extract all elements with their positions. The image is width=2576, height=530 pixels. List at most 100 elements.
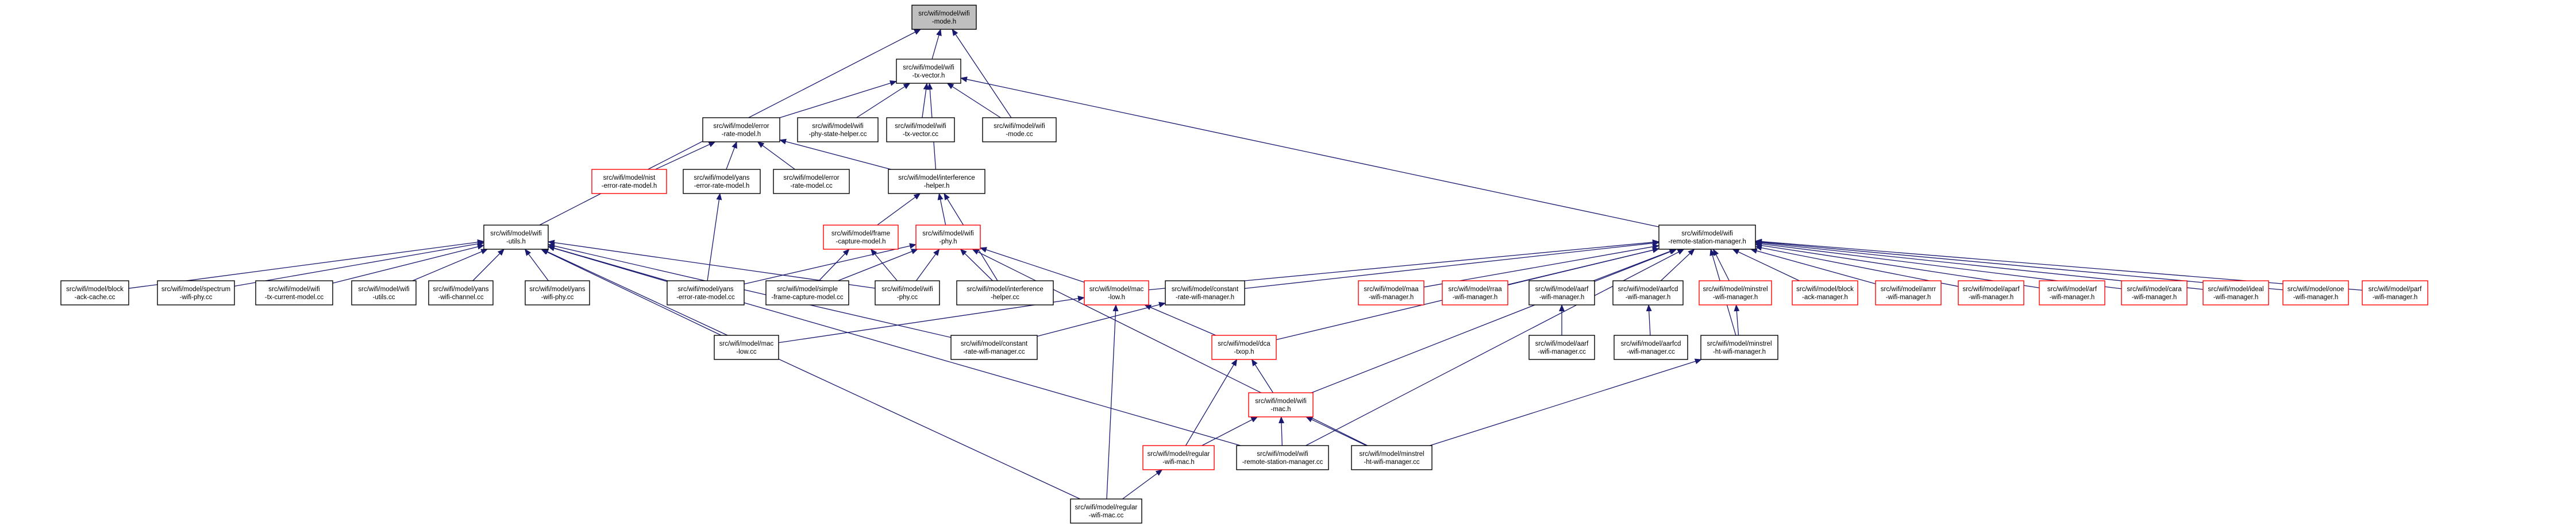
node-wifi-remote-station-manager-cc[interactable]: src/wifi/model/wifi-remote-station-manag… bbox=[1236, 445, 1329, 470]
node-yans-wifi-channel-cc[interactable]: src/wifi/model/yans-wifi-channel.cc bbox=[428, 280, 494, 305]
node-box bbox=[157, 280, 235, 305]
node-box bbox=[1248, 392, 1314, 417]
node-box bbox=[1211, 335, 1277, 360]
edge-wifi_phy_state_helper_cc-to-wifi_tx_vector_h bbox=[856, 83, 911, 118]
node-label-line: src/wifi/model/block bbox=[1796, 286, 1854, 293]
edge-wifi_remote_station_manager_cc-to-wifi_remote_station_manager_h bbox=[1306, 249, 1685, 446]
node-minstrel-ht-wifi-manager-cc[interactable]: src/wifi/model/minstrel-ht-wifi-manager.… bbox=[1351, 445, 1433, 470]
node-label-line: src/wifi/model/yans bbox=[694, 175, 749, 181]
node-label-line: src/wifi/model/arf bbox=[2047, 286, 2097, 293]
node-box bbox=[875, 280, 940, 305]
node-aarf-wifi-manager-cc[interactable]: src/wifi/model/aarf-wifi-manager.cc bbox=[1528, 335, 1595, 360]
node-wifi-tx-current-model-cc[interactable]: src/wifi/model/wifi-tx-current-model.cc bbox=[255, 280, 333, 305]
edge-mac_low_cc-to-wifi_utils_h bbox=[540, 249, 722, 336]
node-box bbox=[950, 335, 1038, 360]
node-label-line: src/wifi/model/maa bbox=[1364, 286, 1419, 293]
node-label-line: src/wifi/model/interference bbox=[967, 286, 1044, 293]
node-minstrel-ht-wifi-manager-h[interactable]: src/wifi/model/minstrel-ht-wifi-manager.… bbox=[1700, 335, 1778, 360]
edge-constant_rate_wifi_manager_h-to-wifi_remote_station_manager_h bbox=[1244, 240, 1659, 289]
node-error-rate-model-h[interactable]: src/wifi/model/error-rate-model.h bbox=[702, 117, 780, 142]
node-label-line: -rate-model.h bbox=[722, 131, 761, 138]
node-label-line: src/wifi/model/nist bbox=[603, 175, 656, 181]
node-rraa-wifi-manager-h[interactable]: src/wifi/model/rraa-wifi-manager.h bbox=[1442, 280, 1508, 305]
node-label-line: src/wifi/model/yans bbox=[433, 286, 488, 293]
node-wifi-mode-cc[interactable]: src/wifi/model/wifi-mode.cc bbox=[982, 117, 1057, 142]
node-label-line: src/wifi/model/error bbox=[713, 123, 769, 130]
node-wifi-phy-cc[interactable]: src/wifi/model/wifi-phy.cc bbox=[875, 280, 940, 305]
node-wifi-utils-h[interactable]: src/wifi/model/wifi-utils.h bbox=[483, 225, 549, 250]
node-interference-helper-cc[interactable]: src/wifi/model/interference-helper.cc bbox=[956, 280, 1054, 305]
edge-amrr_wifi_manager_h-to-wifi_remote_station_manager_h bbox=[1750, 248, 1876, 284]
node-label-line: src/wifi/model/wifi bbox=[918, 10, 969, 17]
node-box bbox=[765, 280, 849, 305]
node-label-line: src/wifi/model/minstrel bbox=[1703, 286, 1768, 293]
node-block-ack-cache-cc[interactable]: src/wifi/model/block-ack-cache.cc bbox=[60, 280, 129, 305]
node-box bbox=[1614, 335, 1688, 360]
node-label-line: -ht-wifi-manager.cc bbox=[1364, 459, 1419, 466]
node-aarf-wifi-manager-h[interactable]: src/wifi/model/aarf-wifi-manager.h bbox=[1528, 280, 1595, 305]
node-frame-capture-model-h[interactable]: src/wifi/model/frame-capture-model.h bbox=[823, 225, 899, 250]
node-arf-wifi-manager-h[interactable]: src/wifi/model/arf-wifi-manager.h bbox=[2039, 280, 2105, 305]
node-label-line: src/wifi/model/wifi bbox=[881, 286, 933, 293]
node-box bbox=[797, 117, 879, 142]
node-maa-wifi-manager-h[interactable]: src/wifi/model/maa-wifi-manager.h bbox=[1358, 280, 1424, 305]
node-label-line: src/wifi/model/frame bbox=[831, 230, 890, 237]
node-box bbox=[1658, 225, 1756, 250]
node-amrr-wifi-manager-h[interactable]: src/wifi/model/amrr-wifi-manager.h bbox=[1875, 280, 1942, 305]
node-wifi-tx-vector-cc[interactable]: src/wifi/model/wifi-tx-vector.cc bbox=[886, 117, 955, 142]
node-wifi-phy-state-helper-cc[interactable]: src/wifi/model/wifi-phy-state-helper.cc bbox=[797, 117, 879, 142]
node-simple-frame-capture-model-cc[interactable]: src/wifi/model/simple-frame-capture-mode… bbox=[765, 280, 849, 305]
node-wifi-mode-h[interactable]: src/wifi/model/wifi-mode.h bbox=[911, 5, 977, 30]
node-nist-error-rate-model-h[interactable]: src/wifi/model/nist-error-rate-model.h bbox=[591, 169, 667, 194]
node-minstrel-wifi-manager-h[interactable]: src/wifi/model/minstrel-wifi-manager.h bbox=[1699, 280, 1772, 305]
node-block-ack-manager-h[interactable]: src/wifi/model/block-ack-manager.h bbox=[1792, 280, 1858, 305]
edge-wifi_mac_h-to-dca_txop_h bbox=[1251, 359, 1274, 393]
node-constant-rate-wifi-manager-h[interactable]: src/wifi/model/constant-rate-wifi-manage… bbox=[1165, 280, 1245, 305]
node-wifi-utils-cc[interactable]: src/wifi/model/wifi-utils.cc bbox=[351, 280, 417, 305]
node-label-line: src/wifi/model/minstrel bbox=[1359, 451, 1424, 458]
node-onoe-wifi-manager-h[interactable]: src/wifi/model/onoe-wifi-manager.h bbox=[2282, 280, 2349, 305]
node-mac-low-h[interactable]: src/wifi/model/mac-low.h bbox=[1084, 280, 1149, 305]
node-aarfcd-wifi-manager-cc[interactable]: src/wifi/model/aarfcd-wifi-manager.cc bbox=[1614, 335, 1688, 360]
node-aparf-wifi-manager-h[interactable]: src/wifi/model/aparf-wifi-manager.h bbox=[1958, 280, 2024, 305]
node-parf-wifi-manager-h[interactable]: src/wifi/model/parf-wifi-manager.h bbox=[2362, 280, 2428, 305]
edge-error_rate_model_cc-to-error_rate_model_h bbox=[757, 141, 795, 170]
node-box bbox=[2362, 280, 2428, 305]
node-interference-helper-h[interactable]: src/wifi/model/interference-helper.h bbox=[888, 169, 985, 194]
node-aarfcd-wifi-manager-h[interactable]: src/wifi/model/aarfcd-wifi-manager.h bbox=[1612, 280, 1684, 305]
node-label-line: src/wifi/model/simple bbox=[777, 286, 838, 293]
node-box bbox=[1084, 280, 1149, 305]
node-box bbox=[911, 5, 977, 30]
node-label-line: -helper.cc bbox=[991, 294, 1019, 301]
node-dca-txop-h[interactable]: src/wifi/model/dca-txop.h bbox=[1211, 335, 1277, 360]
node-mac-low-cc[interactable]: src/wifi/model/mac-low.cc bbox=[714, 335, 779, 360]
node-constant-rate-wifi-manager-cc[interactable]: src/wifi/model/constant-rate-wifi-manage… bbox=[950, 335, 1038, 360]
node-wifi-phy-h[interactable]: src/wifi/model/wifi-phy.h bbox=[915, 225, 981, 250]
node-label-line: -phy.cc bbox=[897, 294, 918, 301]
node-yans-error-rate-model-h[interactable]: src/wifi/model/yans-error-rate-model.h bbox=[683, 169, 761, 194]
node-box bbox=[982, 117, 1057, 142]
edge-wifi_tx_vector_h-to-wifi_mode_h bbox=[931, 29, 942, 60]
node-yans-wifi-phy-cc[interactable]: src/wifi/model/yans-wifi-phy.cc bbox=[525, 280, 590, 305]
node-label-line: -wifi-manager.h bbox=[2293, 294, 2339, 301]
node-yans-error-rate-model-cc[interactable]: src/wifi/model/yans-error-rate-model.cc bbox=[667, 280, 745, 305]
node-box bbox=[1165, 280, 1245, 305]
node-box bbox=[1699, 280, 1772, 305]
node-error-rate-model-cc[interactable]: src/wifi/model/error-rate-model.cc bbox=[773, 169, 850, 194]
node-label-line: src/wifi/model/minstrel bbox=[1707, 341, 1772, 347]
node-regular-wifi-mac-cc[interactable]: src/wifi/model/regular-wifi-mac.cc bbox=[1070, 498, 1142, 524]
node-ideal-wifi-manager-h[interactable]: src/wifi/model/ideal-wifi-manager.h bbox=[2203, 280, 2269, 305]
node-wifi-tx-vector-h[interactable]: src/wifi/model/wifi-tx-vector.h bbox=[896, 59, 961, 84]
node-label-line: src/wifi/model/aarf bbox=[1535, 286, 1589, 293]
node-cara-wifi-manager-h[interactable]: src/wifi/model/cara-wifi-manager.h bbox=[2121, 280, 2188, 305]
edge-minstrel_ht_wifi_manager_h-to-minstrel_wifi_manager_h bbox=[1734, 304, 1740, 336]
node-wifi-remote-station-manager-h[interactable]: src/wifi/model/wifi-remote-station-manag… bbox=[1658, 225, 1756, 250]
node-wifi-mac-h[interactable]: src/wifi/model/wifi-mac.h bbox=[1248, 392, 1314, 417]
node-box bbox=[1792, 280, 1858, 305]
node-label-line: -phy.h bbox=[939, 238, 957, 245]
edge-aarfcd_wifi_manager_cc-to-aarfcd_wifi_manager_h bbox=[1646, 304, 1652, 336]
node-label-line: -wifi-manager.h bbox=[1369, 294, 1414, 301]
node-label-line: -low.cc bbox=[736, 349, 756, 355]
node-spectrum-wifi-phy-cc[interactable]: src/wifi/model/spectrum-wifi-phy.cc bbox=[157, 280, 235, 305]
node-regular-wifi-mac-h[interactable]: src/wifi/model/regular-wifi-mac.h bbox=[1142, 445, 1215, 470]
